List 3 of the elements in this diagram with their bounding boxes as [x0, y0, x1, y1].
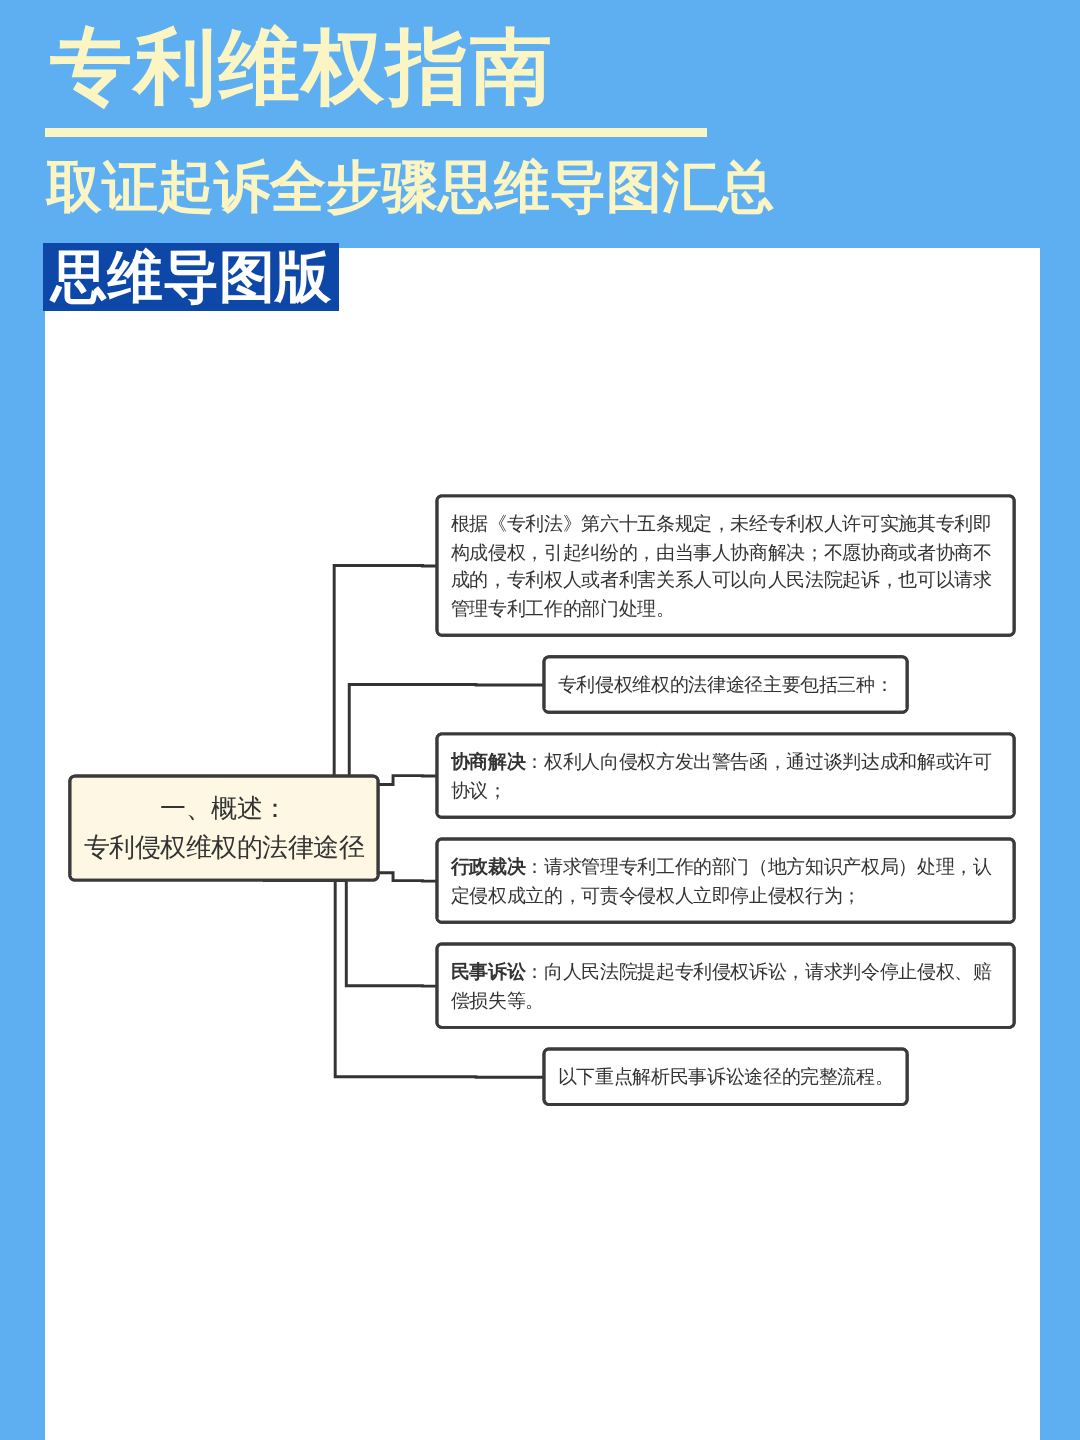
page-title: 专利维权指南 [50, 22, 554, 113]
version-tag: 思维导图版 [43, 243, 339, 312]
subtitle: 取证起诉全步骤思维导图汇总 [46, 155, 774, 220]
